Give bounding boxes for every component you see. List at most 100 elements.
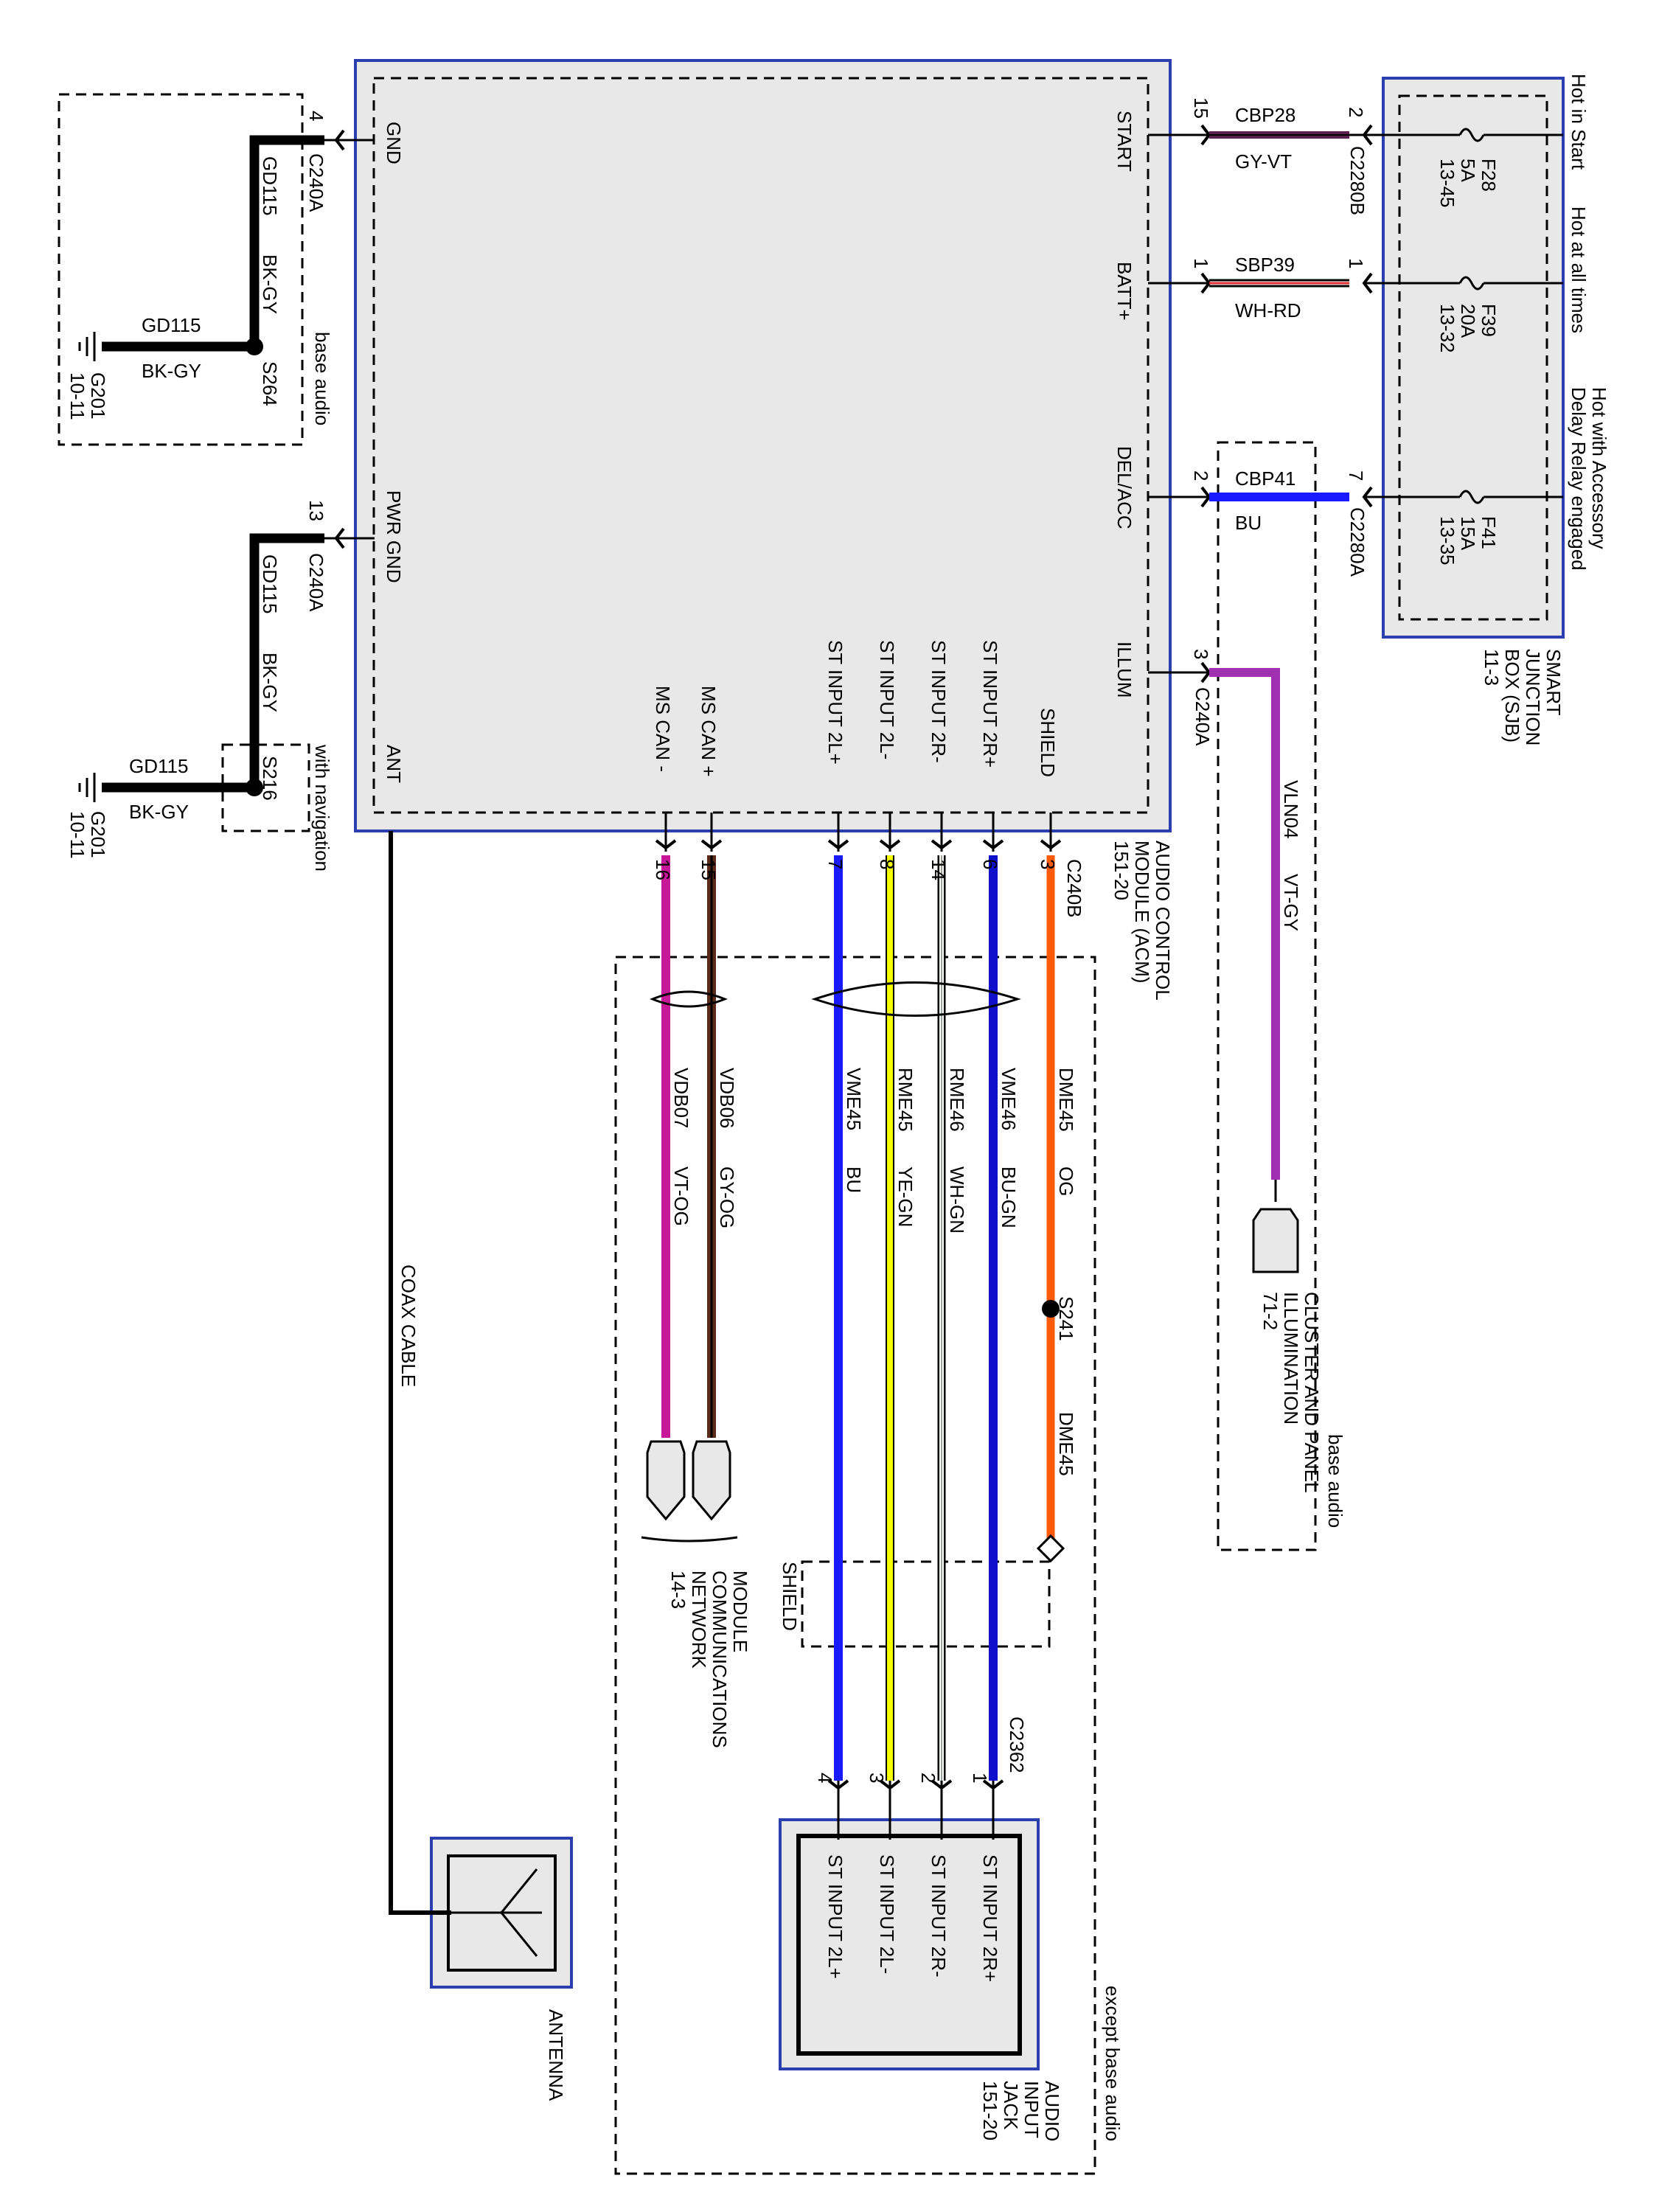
batt-color: WH-RD [1235, 299, 1301, 321]
shield-box [801, 1560, 1051, 1648]
circuit-rme46: RME46 [946, 1068, 968, 1132]
pin-label-pwrgnd: PWR GND [383, 490, 405, 583]
pin-label-mscanp: MS CAN + [698, 686, 720, 777]
gnd-top-note: base audio [311, 332, 333, 425]
fuse-f28-name: F28 [1478, 159, 1500, 192]
acm-title-3: 151-20 [1110, 841, 1133, 900]
antenna-icon [450, 1868, 542, 1957]
gnd-top-ref: 10-11 [66, 372, 88, 420]
pin-label-batt: BATT+ [1113, 262, 1135, 321]
gnd-bottom-ground: G201 [87, 811, 109, 858]
start-color: GY-VT [1235, 150, 1292, 173]
wire-rme45 [879, 813, 901, 1840]
ground-symbol-bottom [78, 773, 96, 802]
pin-vdb06: 15 [698, 859, 720, 880]
jack-pin-3: 3 [866, 1773, 888, 1783]
pin-label-in2rp: ST INPUT 2R+ [979, 640, 1001, 768]
module-comm-2: COMMUNICATIONS [709, 1571, 731, 1748]
start-pin-acm: 15 [1190, 97, 1212, 119]
sjb-title-4: 11-3 [1481, 649, 1503, 686]
twist-marker-can [650, 990, 728, 1008]
illum-wire [1148, 661, 1299, 1273]
pin-label-start: START [1113, 111, 1135, 172]
delacc-circuit: CBP41 [1235, 467, 1295, 490]
coax-label: COAX CABLE [397, 1265, 420, 1387]
gnd-bottom-color-v: BK-GY [259, 653, 281, 712]
pin-label-in2lp: ST INPUT 2L+ [824, 640, 846, 765]
gnd-top-ground: G201 [87, 372, 109, 420]
splice-circuit-dme45: DME45 [1055, 1412, 1077, 1476]
illum-note: base audio [1324, 1434, 1346, 1528]
color-vdb07: VT-OG [670, 1166, 692, 1226]
pin-rme45: 8 [876, 859, 898, 869]
jack-pin-1: 1 [969, 1773, 991, 1783]
acm-title-2: MODULE (ACM) [1131, 841, 1153, 984]
delacc-pin-acm: 2 [1190, 470, 1212, 481]
gnd-top-pin: 4 [305, 111, 327, 121]
sjb-title-2: JUNCTION [1522, 649, 1544, 745]
sjb-frame [1382, 77, 1565, 639]
antenna-label: ANTENNA [545, 2009, 567, 2101]
ground-wire-top [102, 135, 324, 352]
gnd-top-splice: S264 [259, 361, 281, 406]
wire-dme45 [1036, 813, 1065, 1563]
jack-title-2: INPUT [1020, 2081, 1043, 2138]
pin-vme45: 7 [824, 859, 846, 869]
fuse-f41-ref: 13-35 [1436, 516, 1458, 566]
module-comm-1: MODULE [729, 1571, 751, 1652]
wire-vdb07 [646, 813, 686, 1521]
audio-jack-inner [796, 1834, 1022, 2056]
gnd-bottom-pin: 13 [305, 500, 327, 521]
twist-marker-audio [811, 981, 1021, 1017]
illum-dest-3: 71-2 [1259, 1292, 1281, 1330]
pin-label-mscanm: MS CAN - [652, 686, 674, 772]
splice-dot-s264 [246, 338, 263, 355]
acm-module-inner [372, 77, 1150, 814]
gnd-bottom-ref: 10-11 [66, 811, 88, 859]
feed-start: Hot in Start [1568, 74, 1590, 170]
fuse-f41-amps: 15A [1457, 516, 1479, 551]
sjb-title-3: BOX (SJB) [1501, 649, 1523, 742]
gnd-bottom-note: with navigation [311, 744, 333, 872]
circuit-dme45: DME45 [1055, 1068, 1077, 1132]
gnd-top-circuit-v: GD115 [259, 156, 281, 215]
color-dme45: OG [1055, 1166, 1077, 1196]
gnd-bottom-circuit-h: GD115 [129, 755, 188, 777]
illum-dest-2: ILLUMINATION [1280, 1292, 1302, 1425]
jack-pin-4: 4 [814, 1773, 836, 1783]
pin-dme45: 3 [1037, 859, 1059, 869]
delacc-pin-sjb: 7 [1345, 470, 1367, 481]
except-base-audio-box [614, 956, 1096, 2175]
illum-connector-icon [1252, 1208, 1299, 1273]
gnd-bottom-splice: S216 [259, 756, 281, 801]
pin-label-ant: ANT [383, 745, 405, 783]
pin-vdb07: 16 [652, 859, 674, 880]
gnd-top-circuit-h: GD115 [142, 314, 201, 336]
color-vme46: BU-GN [998, 1166, 1020, 1228]
jack-pin-label-2lp: ST INPUT 2L+ [824, 1854, 846, 1979]
delacc-connector: C2280A [1346, 507, 1368, 577]
circuit-vme45: VME45 [843, 1068, 865, 1130]
sjb-inner [1398, 94, 1548, 621]
pin-label-delacc: DEL/ACC [1113, 446, 1135, 529]
module-comm-3: NETWORK [688, 1571, 710, 1669]
coax-cable [389, 831, 451, 1915]
gnd-bottom-circuit-v: GD115 [259, 554, 281, 613]
circuit-vme46: VME46 [998, 1068, 1020, 1130]
navigation-splice-box [221, 743, 310, 832]
illum-dest-1: CLUSTER AND PANEL [1301, 1292, 1323, 1493]
wire-vme45 [827, 813, 849, 1840]
fuse-f39-ref: 13-32 [1436, 304, 1458, 353]
wire-vdb06 [692, 813, 731, 1521]
batt-pin-acm: 1 [1190, 258, 1212, 268]
pin-label-in2lm: ST INPUT 2L- [876, 640, 898, 759]
jack-title-1: AUDIO [1041, 2081, 1063, 2141]
color-vme45: BU [843, 1166, 865, 1193]
wire-vme46 [982, 813, 1004, 1840]
base-audio-illum-box [1217, 441, 1317, 1551]
illum-pin: 3 [1190, 649, 1212, 659]
gnd-top-connector: C240A [305, 153, 327, 212]
color-rme45: YE-GN [894, 1166, 917, 1227]
fuse-f28-ref: 13-45 [1436, 159, 1458, 208]
